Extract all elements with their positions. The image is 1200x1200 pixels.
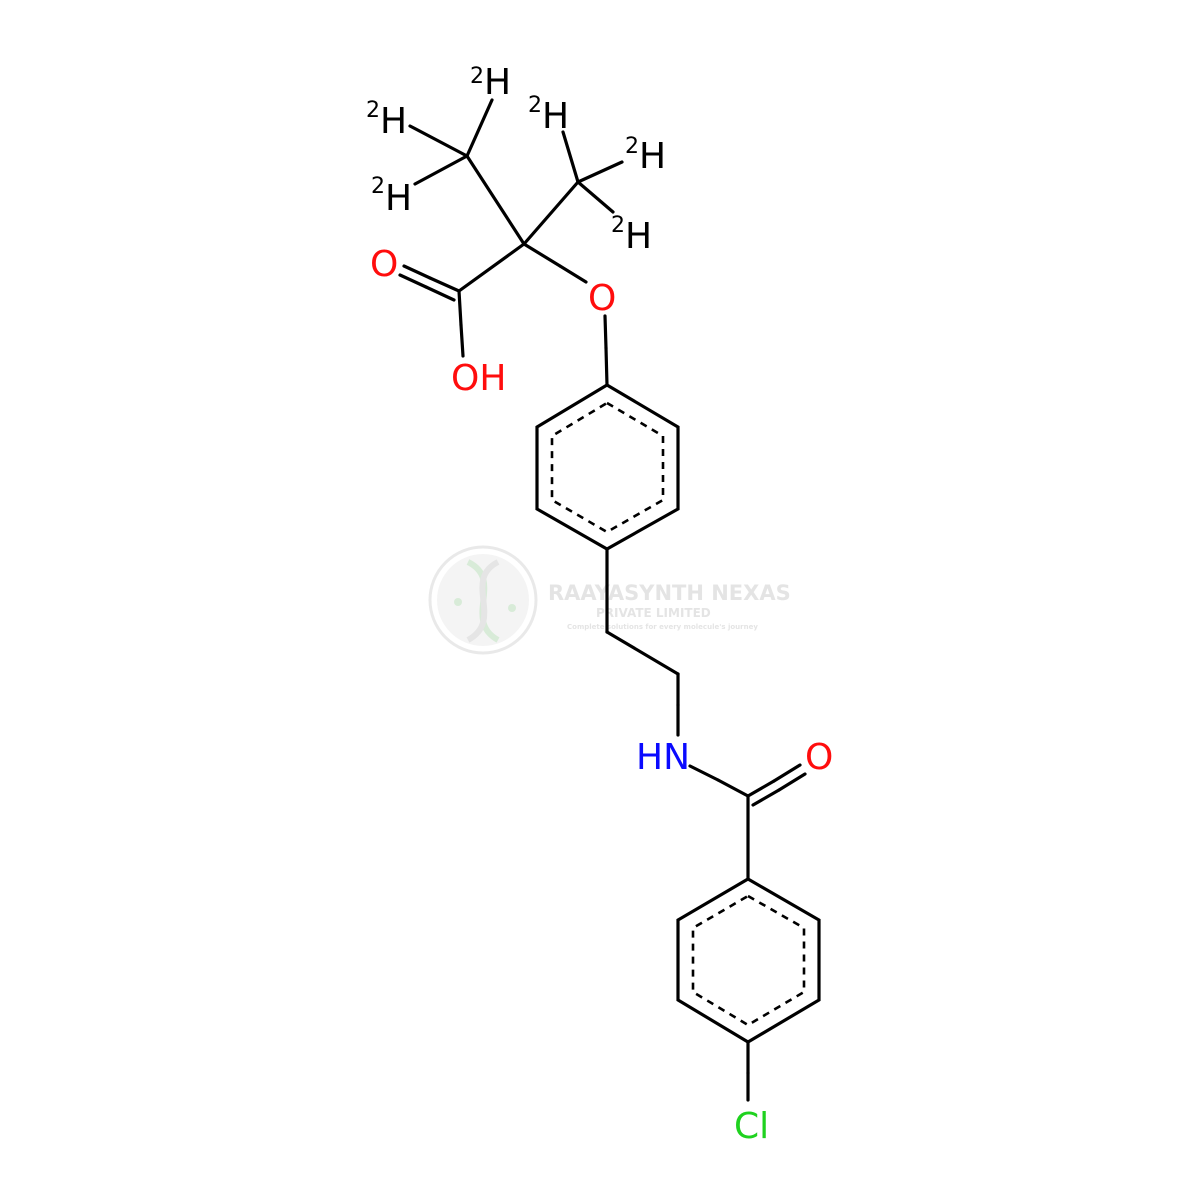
watermark-ring xyxy=(428,545,538,655)
atom-cl: Cl xyxy=(734,1106,769,1147)
watermark-subtitle: PRIVATE LIMITED xyxy=(596,606,711,620)
deuterium-label-1: 2 H xyxy=(470,62,511,103)
bond-cd3a-d2 xyxy=(408,124,469,158)
ring-chlorophenyl-aromatic xyxy=(691,894,806,1027)
bond-cd3b-d2 xyxy=(576,160,624,184)
bond-ch2-ch2 xyxy=(605,630,680,676)
deuterium-label-4: 2 H xyxy=(528,93,569,137)
bonds xyxy=(398,98,821,1102)
atom-oh-acid: OH xyxy=(451,358,506,399)
bond-quatC-cd3b xyxy=(522,180,580,246)
deuterium-symbol: H xyxy=(625,216,652,257)
bond-quatC-carboxyl xyxy=(457,242,526,293)
bond-amide-dbl-b2 xyxy=(777,772,807,792)
deuterium-label-6: 2 H xyxy=(611,213,652,257)
watermark-tagline: Complete solutions for every molecule's … xyxy=(567,623,758,631)
watermark: RAAYASYNTH NEXAS PRIVATE LIMITED Complet… xyxy=(428,545,791,655)
bond-cd3a-d3 xyxy=(413,154,469,186)
ring-chlorophenyl xyxy=(676,877,821,1044)
isotope-mass: 2 xyxy=(371,174,385,199)
deuterium-symbol: H xyxy=(639,136,666,177)
deuterium-symbol: H xyxy=(484,62,511,103)
atom-nh-amide: HN xyxy=(636,737,690,778)
isotope-mass: 2 xyxy=(366,98,380,123)
dna-helix-icon xyxy=(454,559,516,643)
bond-quatC-o-1 xyxy=(522,242,562,268)
bond-quatC-o-2 xyxy=(558,264,588,284)
bond-n-co-2 xyxy=(716,778,750,798)
bond-cd3b-d3 xyxy=(576,180,615,214)
deuterium-labels: 2 H 2 H 2 H 2 H 2 H 2 H xyxy=(366,62,666,257)
bond-cd3b-d1 xyxy=(561,130,580,184)
deuterium-label-3: 2 H xyxy=(371,174,412,219)
bond-amide-dbl-a2 xyxy=(772,763,802,783)
ring-phenoxy-aromatic xyxy=(550,401,665,534)
bond-co-dbl-b2 xyxy=(398,273,428,289)
bond-co-dbl-b1 xyxy=(424,285,456,302)
deuterium-label-2: 2 H xyxy=(366,98,407,142)
bond-co-dbl-a2 xyxy=(402,264,432,280)
deuterium-symbol: H xyxy=(542,96,569,137)
bond-c-oh-1 xyxy=(457,289,463,327)
isotope-mass: 2 xyxy=(611,213,625,238)
bond-o-ring-1 xyxy=(603,314,608,350)
atom-o-carbonyl-acid: O xyxy=(370,244,398,285)
bond-o-ring-2 xyxy=(604,346,609,387)
atom-o-amide: O xyxy=(805,737,833,778)
isotope-mass: 2 xyxy=(625,134,639,159)
bond-quatC-cd3a xyxy=(465,154,526,246)
atom-labels: O OH O HN O Cl xyxy=(370,244,833,1147)
bond-c-oh-2 xyxy=(459,323,465,358)
bond-cd3a-d1 xyxy=(465,98,494,158)
bond-n-co-1 xyxy=(688,764,720,782)
atom-o-ether: O xyxy=(588,278,616,319)
isotope-mass: 2 xyxy=(528,93,542,118)
isotope-mass: 2 xyxy=(470,64,484,89)
bond-co-dbl-a1 xyxy=(428,276,461,293)
deuterium-symbol: H xyxy=(380,101,407,142)
bond-amide-dbl-a1 xyxy=(746,779,776,798)
bond-amide-dbl-b1 xyxy=(751,788,781,807)
deuterium-label-5: 2 H xyxy=(625,134,666,177)
ring-phenoxy xyxy=(535,383,680,551)
deuterium-symbol: H xyxy=(385,178,412,219)
watermark-company: RAAYASYNTH NEXAS xyxy=(548,581,791,605)
